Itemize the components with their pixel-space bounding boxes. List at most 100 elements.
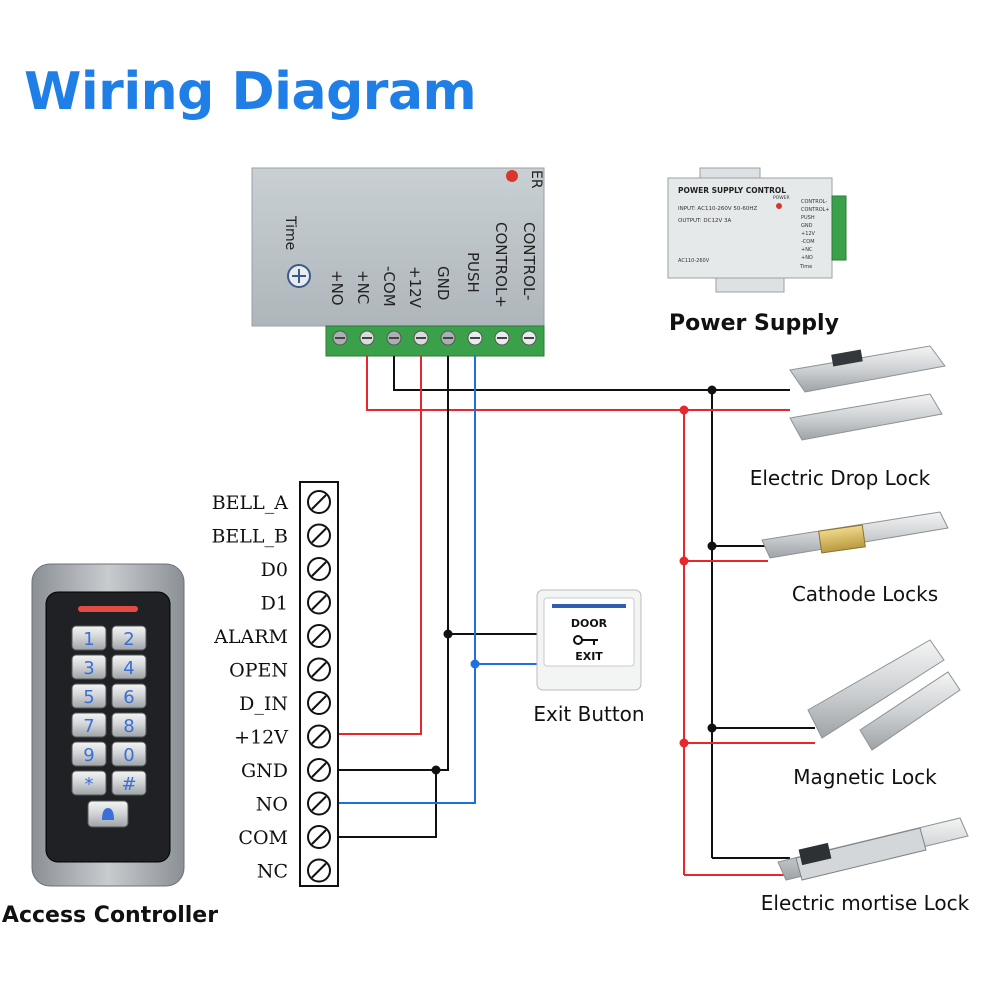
keypad-key-cap[interactable] <box>111 741 147 767</box>
ps-input: INPUT: AC110-260V 50-60HZ <box>678 206 758 212</box>
keypad-key-cap[interactable] <box>71 712 107 738</box>
power-supply: POWER SUPPLY CONTROL INPUT: AC110-260V 5… <box>667 167 847 336</box>
key-icon <box>573 635 598 645</box>
keypad-key-label: 1 <box>83 629 94 650</box>
screw-slot <box>311 661 327 678</box>
terminal-label: GND <box>241 760 288 782</box>
keypad-key-label: # <box>121 774 136 795</box>
keypad-key-label: * <box>85 774 94 795</box>
junction-dot <box>679 556 689 566</box>
keypad-key-label: 6 <box>123 687 134 708</box>
keypad-key-cap[interactable] <box>111 712 147 738</box>
keypad-key[interactable]: 4 <box>111 654 147 680</box>
terminal-label: NC <box>257 861 288 883</box>
junction-dot <box>470 659 480 669</box>
screw-slot <box>311 695 327 711</box>
electric-mortise-lock: Electric mortise Lock <box>761 817 970 915</box>
mortise-lock-body <box>795 827 927 881</box>
drop-lock-top-body <box>789 345 946 393</box>
keypad-key-label: 5 <box>83 687 94 708</box>
keypad-key[interactable]: 9 <box>71 741 107 767</box>
ps-power-label: POWER <box>773 195 790 201</box>
terminal-label: +12V <box>234 727 288 749</box>
keypad-key[interactable]: 3 <box>71 654 107 680</box>
keypad-key[interactable]: 5 <box>71 683 107 709</box>
junction-dot <box>707 723 717 733</box>
keypad-key[interactable]: * <box>71 770 107 796</box>
screw-icons <box>332 330 537 346</box>
terminal-block-body <box>299 481 339 887</box>
magnetic-lock-body <box>807 639 945 739</box>
mortise-lock-label <box>798 842 832 866</box>
time-dial-icon <box>287 264 311 288</box>
keypad-key-label: 0 <box>123 745 134 766</box>
exit-button-stripe <box>552 604 626 608</box>
controller-time-label: Time <box>282 215 298 250</box>
junction-dot <box>443 629 453 639</box>
drop-lock-caption: Electric Drop Lock <box>750 466 931 490</box>
keypad-key-cap[interactable] <box>71 741 107 767</box>
keypad-key-label: 3 <box>83 658 94 679</box>
ps-led <box>776 203 782 209</box>
keypad-key-cap[interactable] <box>111 770 147 796</box>
keypad-key-cap[interactable] <box>71 654 107 680</box>
diagram-title: Wiring Diagram <box>24 62 477 122</box>
terminal-row: COM <box>238 825 331 849</box>
ps-side-label: PUSH <box>801 215 815 221</box>
keypad-key[interactable]: # <box>111 770 147 796</box>
ps-side-label: +12V <box>801 231 816 237</box>
keypad-key[interactable]: 8 <box>111 712 147 738</box>
wire-red-nc-locks <box>366 356 684 411</box>
terminal-block: BELL_ABELL_BD0D1ALARMOPEND_IN+12VGNDNOCO… <box>211 481 339 887</box>
keypad-key-cap[interactable] <box>71 625 107 651</box>
keypad-key-label: 7 <box>83 716 94 737</box>
exit-button-line1: DOOR <box>571 617 608 630</box>
terminal-row: NC <box>257 858 331 883</box>
keypad-key[interactable]: 2 <box>111 625 147 651</box>
exit-button-face[interactable] <box>543 597 635 667</box>
keypad-led <box>78 606 138 612</box>
power-supply-caption: Power Supply <box>669 311 839 336</box>
terminal-row: OPEN <box>229 657 331 682</box>
keypad-key-label: 9 <box>83 745 94 766</box>
keypad-key-cap[interactable] <box>71 683 107 709</box>
exit-button-caption: Exit Button <box>533 702 644 726</box>
screw-slot <box>311 762 327 778</box>
wire-red-12v <box>338 356 422 735</box>
keypad-key[interactable]: 0 <box>111 741 147 767</box>
screw-slot <box>311 594 327 611</box>
keypad-key-cap[interactable] <box>111 654 147 680</box>
ps-side-label: +NO <box>801 255 813 261</box>
terminal-label: D0 <box>261 559 288 581</box>
bell-key[interactable] <box>87 800 129 828</box>
drop-lock-strike <box>789 393 943 441</box>
controller-terminal-strip <box>325 325 545 357</box>
ps-time-label: Time <box>799 264 812 270</box>
keypad-key-label: 4 <box>123 658 134 679</box>
keypad-key[interactable]: 7 <box>71 712 107 738</box>
controller-box: ER Time +NO +NC -COM +12V GND PUSH CONTR… <box>251 167 545 357</box>
ps-bottom-label: AC110-260V <box>678 258 710 264</box>
screw-slot <box>311 862 327 879</box>
mortise-lock-caption: Electric mortise Lock <box>761 891 970 915</box>
ctrl-terminal-label: +NO <box>328 270 346 306</box>
magnetic-lock: Magnetic Lock <box>793 639 961 789</box>
keypad-key[interactable]: 1 <box>71 625 107 651</box>
keypad-key-cap[interactable] <box>111 683 147 709</box>
keypad-key-label: 2 <box>123 629 134 650</box>
terminal-label: D1 <box>261 593 288 615</box>
keypad-key[interactable]: 6 <box>111 683 147 709</box>
terminal-row: GND <box>241 758 331 782</box>
access-controller-caption: Access Controller <box>2 903 218 928</box>
terminal-row: ALARM <box>213 624 331 648</box>
ps-header: POWER SUPPLY CONTROL <box>678 186 786 195</box>
junction-dot <box>431 765 441 775</box>
screw-slot <box>311 829 327 845</box>
bell-icon <box>102 808 114 820</box>
screw-slot <box>311 527 327 544</box>
keypad-key-cap[interactable] <box>111 625 147 651</box>
cathode-lock: Cathode Locks <box>761 511 949 606</box>
keypad-key-cap[interactable] <box>71 770 107 796</box>
